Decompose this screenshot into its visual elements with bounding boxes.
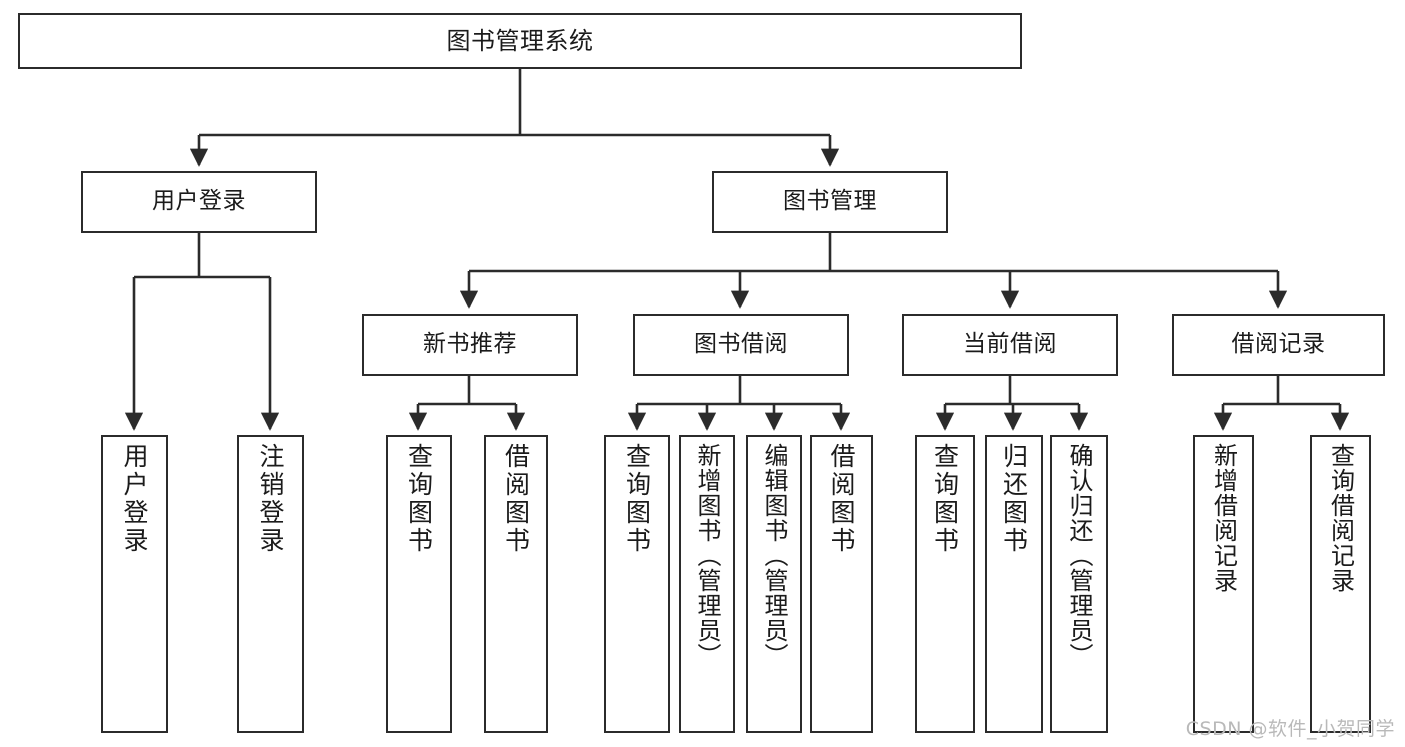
node-leaf-borrow-book-2[interactable]: 借阅图书 xyxy=(810,435,873,733)
node-label: 图书管理 xyxy=(783,188,877,215)
node-label: 借阅图书 xyxy=(827,443,856,555)
node-leaf-borrow-book-1[interactable]: 借阅图书 xyxy=(484,435,548,733)
node-leaf-logout-login[interactable]: 注销登录 xyxy=(237,435,304,733)
node-leaf-query-borrow-record[interactable]: 查询借阅记录 xyxy=(1310,435,1371,733)
node-new-book-recommend[interactable]: 新书推荐 xyxy=(362,314,578,376)
node-leaf-query-book-2[interactable]: 查询图书 xyxy=(604,435,670,733)
node-leaf-edit-book-admin[interactable]: 编辑图书（管理员） xyxy=(746,435,802,733)
node-leaf-add-borrow-record[interactable]: 新增借阅记录 xyxy=(1193,435,1254,733)
node-label: 注销登录 xyxy=(256,443,285,555)
node-label: 当前借阅 xyxy=(963,331,1057,358)
node-label: 图书管理系统 xyxy=(446,26,594,55)
node-current-borrow[interactable]: 当前借阅 xyxy=(902,314,1118,376)
node-label: 新增图书（管理员） xyxy=(693,443,721,668)
node-label: 新书推荐 xyxy=(423,331,517,358)
node-leaf-query-book-1[interactable]: 查询图书 xyxy=(386,435,452,733)
csdn-watermark: CSDN @软件_小贺同学 xyxy=(1185,718,1395,740)
node-label: 借阅图书 xyxy=(501,443,531,555)
node-leaf-confirm-return-admin[interactable]: 确认归还（管理员） xyxy=(1050,435,1108,733)
node-book-management[interactable]: 图书管理 xyxy=(712,171,948,233)
node-label: 新增借阅记录 xyxy=(1209,443,1238,593)
node-book-borrow[interactable]: 图书借阅 xyxy=(633,314,849,376)
node-root-library-management-system[interactable]: 图书管理系统 xyxy=(18,13,1022,69)
node-leaf-return-book[interactable]: 归还图书 xyxy=(985,435,1043,733)
node-label: 用户登录 xyxy=(152,188,246,215)
node-label: 归还图书 xyxy=(999,443,1029,555)
node-label: 查询图书 xyxy=(930,443,960,555)
node-label: 图书借阅 xyxy=(694,331,788,358)
node-label: 借阅记录 xyxy=(1231,331,1326,358)
node-label: 查询图书 xyxy=(622,443,652,555)
node-user-login[interactable]: 用户登录 xyxy=(81,171,317,233)
node-leaf-query-book-3[interactable]: 查询图书 xyxy=(915,435,975,733)
node-label: 编辑图书（管理员） xyxy=(760,443,788,668)
node-label: 查询图书 xyxy=(404,443,434,555)
node-leaf-user-login[interactable]: 用户登录 xyxy=(101,435,168,733)
node-label: 用户登录 xyxy=(120,443,149,555)
node-label: 确认归还（管理员） xyxy=(1065,443,1093,668)
node-leaf-add-book-admin[interactable]: 新增图书（管理员） xyxy=(679,435,735,733)
node-borrow-record[interactable]: 借阅记录 xyxy=(1172,314,1385,376)
node-label: 查询借阅记录 xyxy=(1326,443,1355,593)
